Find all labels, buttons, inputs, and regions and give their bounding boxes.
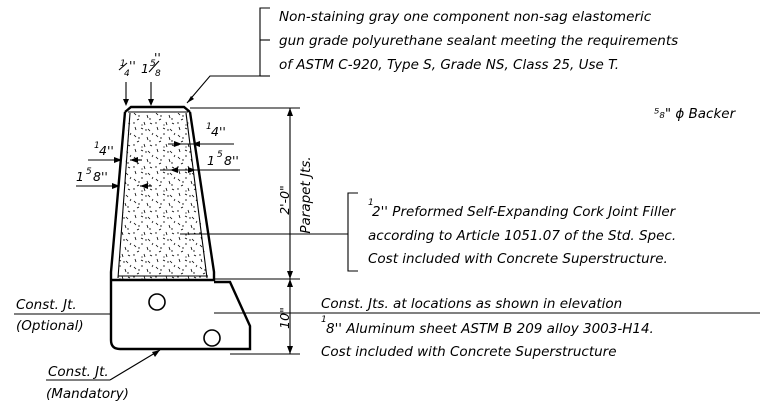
joint-filler-hatch [118, 113, 208, 280]
anchor-hole-2 [203, 329, 221, 347]
filler-note-1: 2'' Preformed Self-Expanding Cork Joint … [372, 204, 677, 220]
filler-note-2: according to Article 1051.07 of the Std.… [368, 228, 676, 244]
base-height-dim: 10" [277, 307, 292, 329]
backer-rod-note: ⁵₈" ϕ Backer [654, 106, 737, 122]
parapet-height-dim: 2'-0" [277, 185, 292, 215]
svg-text:1: 1 [206, 122, 212, 132]
left-quarter-dim: 1 4'' [88, 141, 142, 163]
svg-text:8'': 8'' [93, 169, 108, 184]
filler-note-3: Cost included with Concrete Superstructu… [368, 251, 668, 267]
svg-text:5: 5 [217, 150, 223, 160]
sealant-note-1: Non-staining gray one component non-sag … [279, 9, 652, 25]
sealant-leader [186, 7, 270, 104]
filler-note-frac: 1 [368, 198, 374, 208]
const-jt-mandatory-sub: (Mandatory) [46, 386, 129, 402]
mandatory-leader [46, 349, 161, 381]
right-quarter-dim: 1 4'' [168, 122, 234, 147]
filler-bracket [347, 192, 358, 272]
sealant-cap [124, 105, 191, 113]
svg-text:1: 1 [120, 59, 126, 69]
top-quarter-dim: 1 4 '' [118, 58, 136, 106]
svg-text:'': '' [129, 58, 136, 73]
parapet-outline [109, 111, 216, 281]
aluminum-note-frac: 1 [321, 315, 327, 325]
parapet-jts-label: Parapet Jts. [298, 156, 314, 233]
const-jt-optional-sub: (Optional) [16, 318, 84, 334]
svg-text:4'': 4'' [211, 124, 226, 139]
const-jt-optional-label: Const. Jt. [16, 297, 77, 313]
svg-text:1: 1 [76, 169, 84, 184]
svg-text:1: 1 [94, 141, 100, 151]
sealant-note-2: gun grade polyurethane sealant meeting t… [279, 33, 678, 49]
left-58-dim: 1 5 8'' [76, 167, 152, 189]
deck-base-outline [109, 280, 252, 351]
sealant-note-3: of ASTM C-920, Type S, Grade NS, Class 2… [279, 57, 619, 73]
top-58-dim: 1 5 8 '' [141, 50, 161, 106]
dimension-ticks [287, 108, 293, 354]
svg-text:8: 8 [155, 69, 161, 79]
svg-text:4: 4 [124, 69, 130, 79]
svg-text:8'': 8'' [224, 153, 239, 168]
svg-text:1: 1 [207, 153, 215, 168]
svg-text:4'': 4'' [99, 143, 114, 158]
anchor-hole-1 [148, 293, 166, 311]
svg-text:5: 5 [150, 59, 156, 69]
const-jts-note: Const. Jts. at locations as shown in ele… [321, 296, 622, 312]
joint-filler-outline [117, 112, 208, 279]
aluminum-note: 8'' Aluminum sheet ASTM B 209 alloy 3003… [326, 321, 654, 337]
svg-text:1: 1 [141, 61, 149, 76]
aluminum-cost-note: Cost included with Concrete Superstructu… [321, 344, 617, 360]
svg-text:'': '' [154, 50, 161, 65]
svg-text:5: 5 [86, 167, 92, 177]
const-jt-mandatory-label: Const. Jt. [48, 364, 109, 380]
right-58-dim: 1 5 8'' [160, 150, 240, 173]
